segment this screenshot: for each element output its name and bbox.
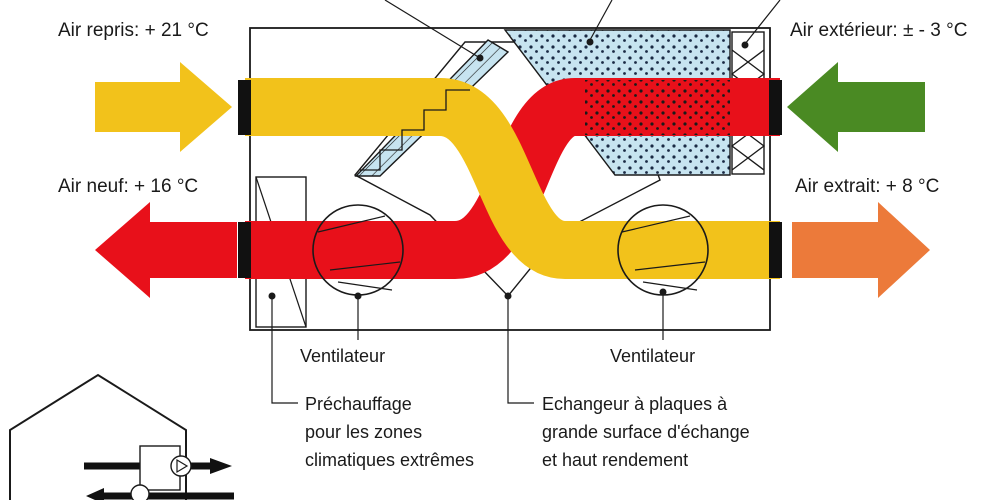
ventilateur-right-label: Ventilateur [610,346,695,366]
air-extrait-label: Air extrait: + 8 °C [795,176,939,197]
ventilateur-left-label: Ventilateur [300,346,385,366]
echangeur-line-1: Echangeur à plaques à [542,394,728,414]
echangeur-line-2: grande surface d'échange [542,422,750,442]
duct-connector [769,80,782,135]
house-icon [9,373,234,500]
echangeur-line-3: et haut rendement [542,450,688,470]
duct-connector [238,222,251,278]
air-exterieur-label: Air extérieur: ± - 3 °C [790,20,967,41]
prechauffage-line-3: climatiques extrêmes [305,450,474,470]
prechauffage-line-1: Préchauffage [305,394,412,414]
air-neuf-arrow [95,202,237,298]
air-exterieur-arrow [787,62,925,152]
air-repris-arrow [95,62,232,152]
fan-icon [312,204,404,300]
warm-air-flow [245,78,780,279]
duct-connector [769,222,782,278]
duct-connector [238,80,251,135]
air-extrait-arrow [792,202,930,298]
air-repris-label: Air repris: + 21 °C [58,20,209,41]
air-neuf-label: Air neuf: + 16 °C [58,176,198,197]
prechauffage-line-2: pour les zones [305,422,422,442]
